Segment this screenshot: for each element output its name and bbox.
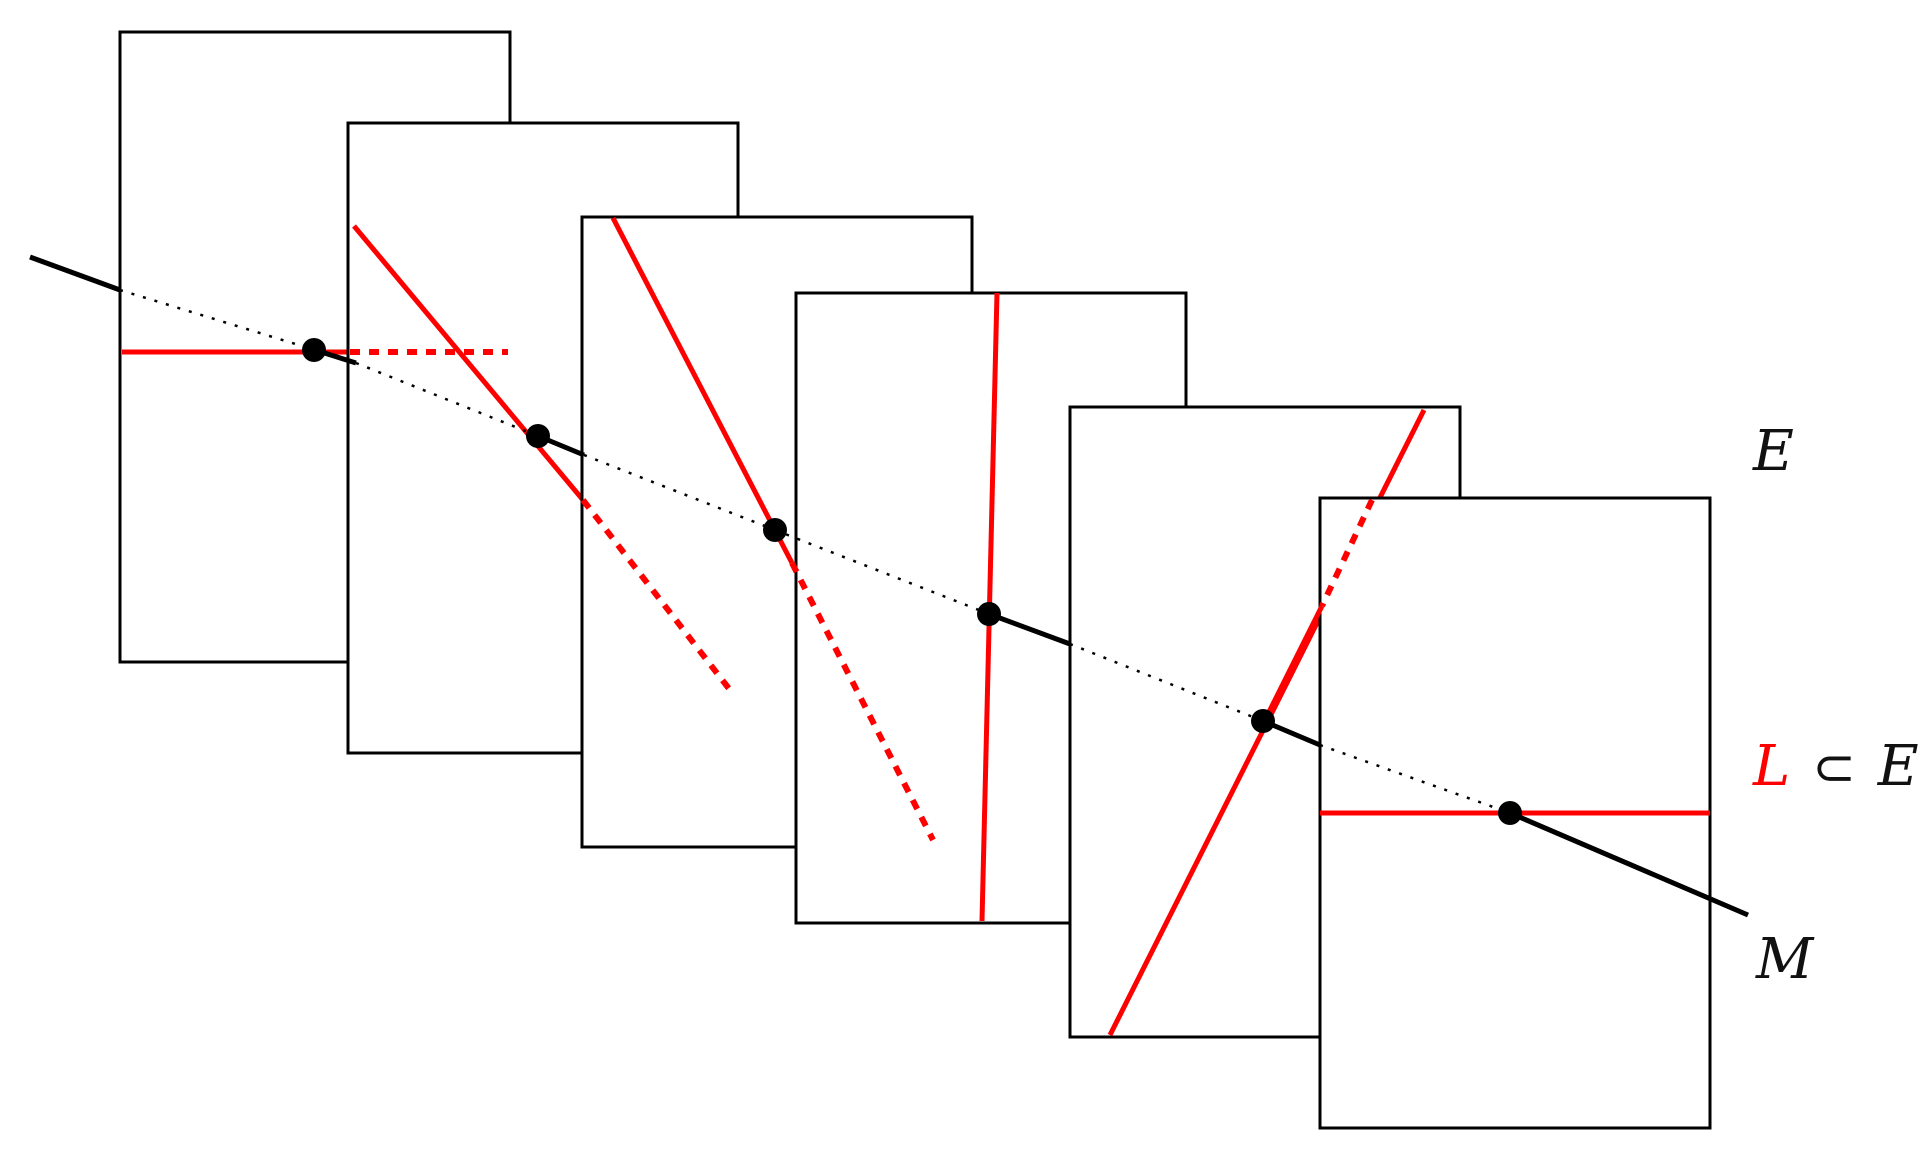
base-point-3	[763, 518, 787, 542]
base-point-5	[1251, 709, 1275, 733]
base-point-4	[977, 602, 1001, 626]
fiber-3-line-solid	[610, 216, 795, 565]
base-curve-segment-visible	[1509, 810, 1749, 918]
base-curve-segment-hidden	[355, 361, 539, 438]
base-curve-segment-hidden	[774, 528, 990, 616]
base-point-6	[1498, 801, 1522, 825]
label-L-subset-E: L ⊂ E	[1752, 734, 1919, 799]
base-curve	[29, 254, 1749, 918]
base-curve-segment-visible	[988, 611, 1071, 647]
base-points	[302, 338, 1522, 825]
label-E: E	[1752, 419, 1794, 484]
label-L: L	[1752, 734, 1790, 799]
base-point-2	[526, 424, 550, 448]
fiber-5-line-front	[1261, 604, 1325, 724]
label-E-right: E	[1877, 734, 1919, 799]
base-curve-segment-hidden	[119, 288, 316, 352]
label-M: M	[1755, 927, 1815, 992]
fiber-6	[1261, 496, 1712, 1130]
fiber-2-line-hidden	[580, 498, 733, 692]
subset-symbol: ⊂	[1812, 738, 1856, 798]
base-curve-segment-visible	[29, 254, 121, 293]
fiber-2-line-solid	[352, 224, 585, 502]
base-curve-segment-hidden	[583, 453, 776, 532]
base-point-1	[302, 338, 326, 362]
fiber-5-line-hidden	[1319, 498, 1375, 608]
fiber-3-line-hidden	[789, 561, 936, 842]
base-curve-segment-hidden	[1319, 743, 1511, 815]
